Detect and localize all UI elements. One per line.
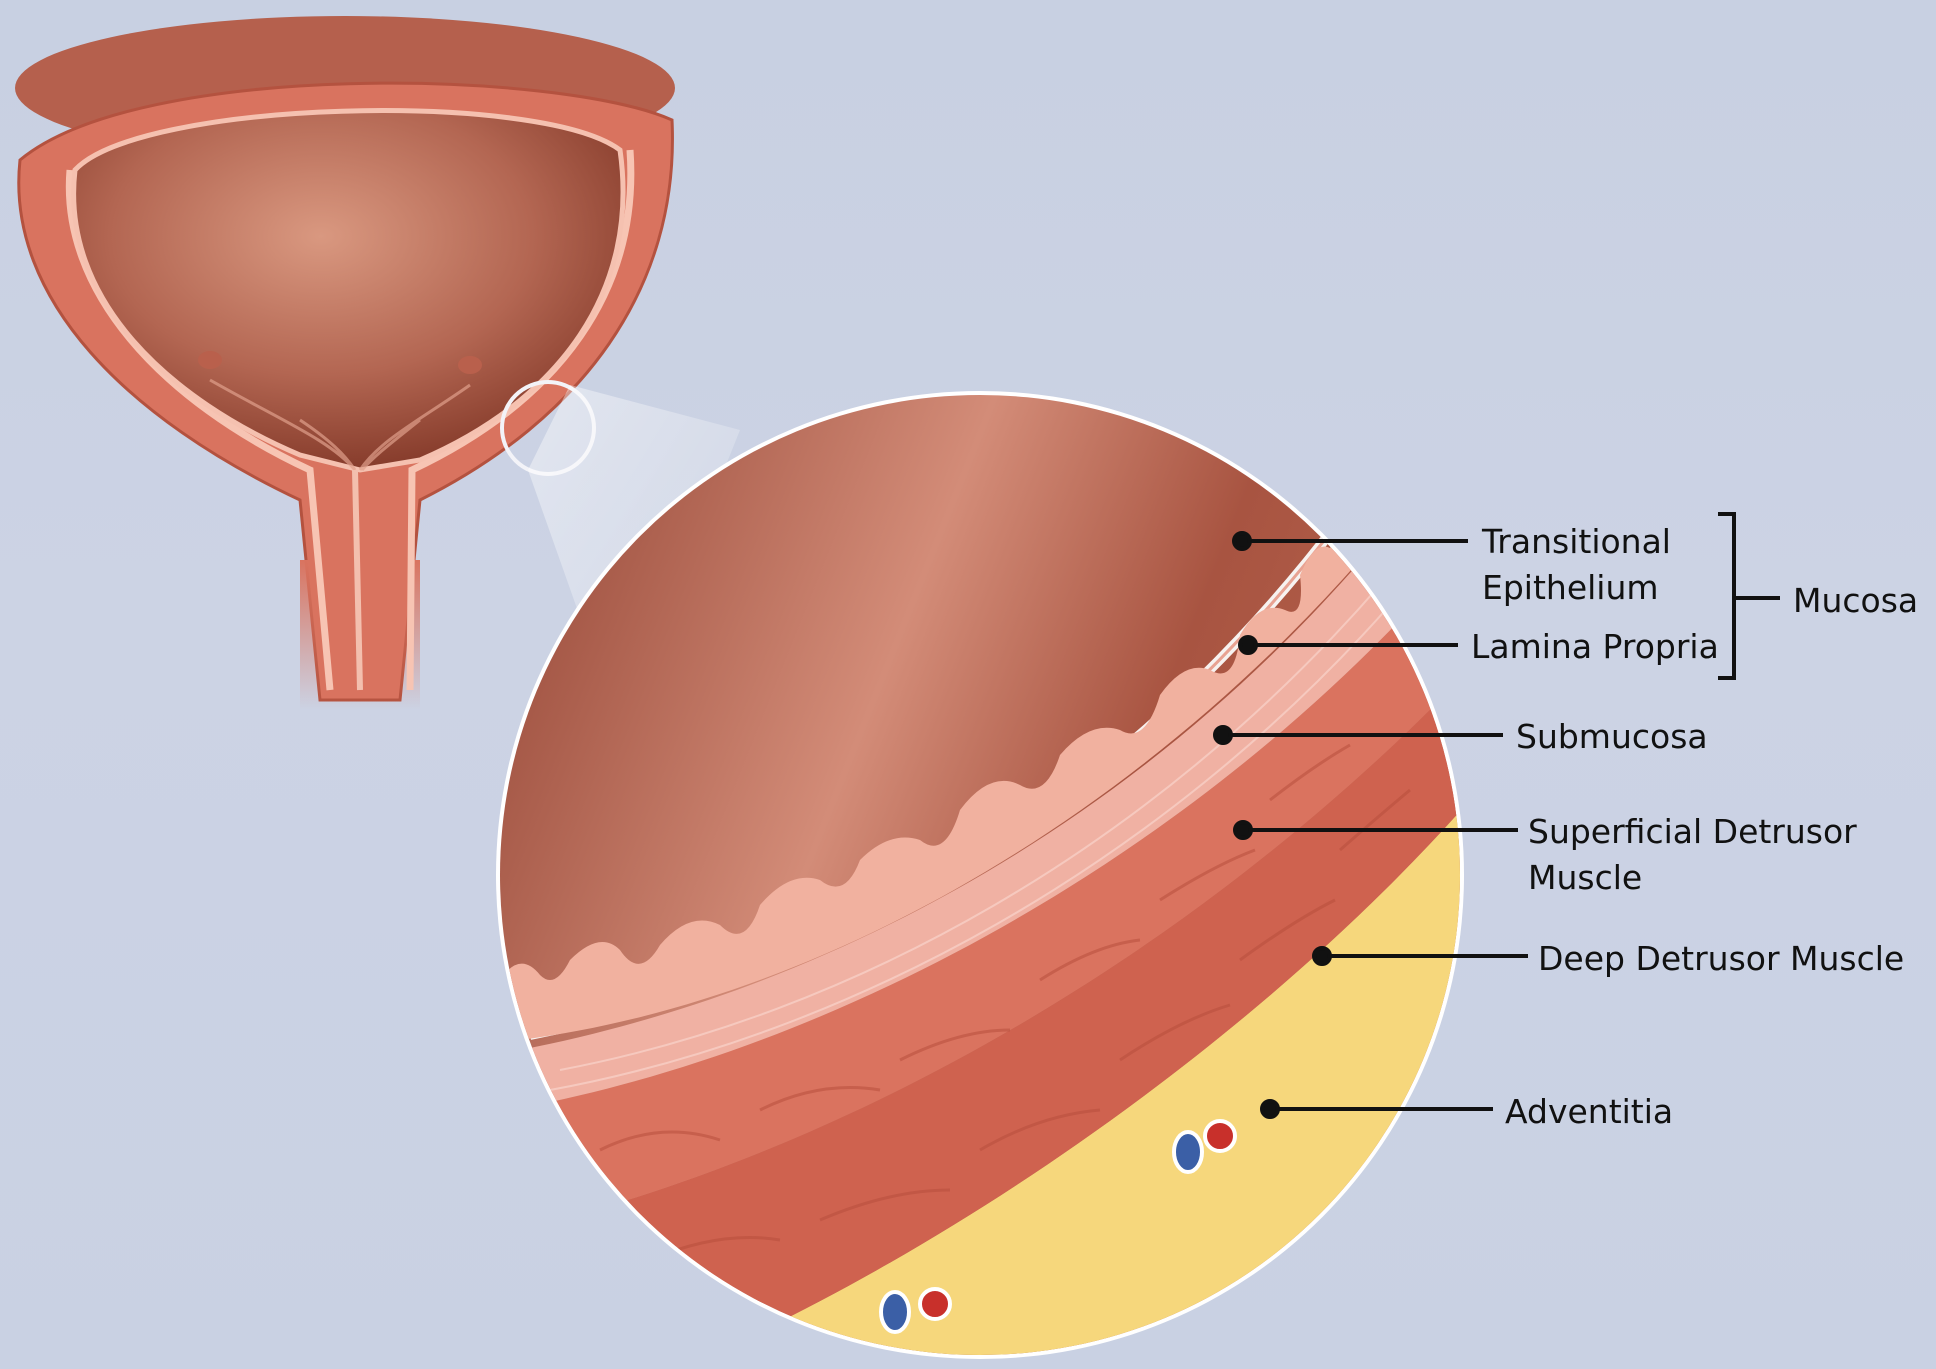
label-superficial-detrusor-line-1: Superficial Detrusor xyxy=(1528,809,1857,855)
callout-dot-transitional-epithelium xyxy=(1234,533,1250,549)
label-transitional-epithelium-line-1: Transitional xyxy=(1482,519,1671,565)
callout-dot-submucosa xyxy=(1215,727,1231,743)
label-adventitia: Adventitia xyxy=(1505,1089,1673,1135)
label-mucosa: Mucosa xyxy=(1793,578,1918,624)
callout-dot-adventitia xyxy=(1262,1101,1278,1117)
artery-1 xyxy=(1205,1121,1235,1151)
vein-1 xyxy=(1174,1132,1202,1172)
label-superficial-detrusor-line-2: Muscle xyxy=(1528,855,1857,901)
label-deep-detrusor-muscle: Deep Detrusor Muscle xyxy=(1538,936,1904,982)
callout-dot-superficial-detrusor xyxy=(1235,822,1251,838)
label-superficial-detrusor-muscle: Superficial Detrusor Muscle xyxy=(1528,809,1857,901)
callout-dot-deep-detrusor xyxy=(1314,948,1330,964)
label-transitional-epithelium-line-2: Epithelium xyxy=(1482,565,1671,611)
label-transitional-epithelium: Transitional Epithelium xyxy=(1482,519,1671,611)
bladder-cross-section xyxy=(15,16,675,710)
label-lamina-propria: Lamina Propria xyxy=(1471,624,1719,670)
ureteric-orifice-right xyxy=(458,356,482,374)
artery-2 xyxy=(920,1289,950,1319)
label-submucosa: Submucosa xyxy=(1516,714,1708,760)
callout-dot-lamina-propria xyxy=(1240,637,1256,653)
ureteric-orifice-left xyxy=(198,351,222,369)
mucosa-bracket xyxy=(1718,514,1734,678)
vein-2 xyxy=(881,1292,909,1332)
